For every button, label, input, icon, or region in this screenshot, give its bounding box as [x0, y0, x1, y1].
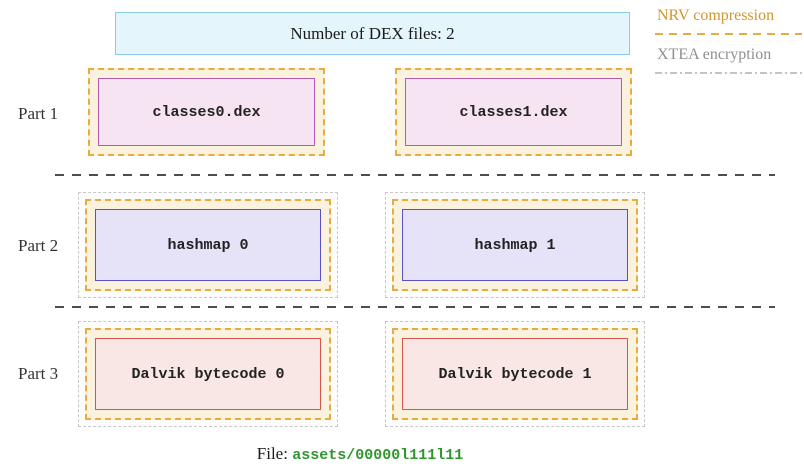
part3-box-0-compression-wrapper: Dalvik bytecode 0 [85, 328, 331, 420]
part-2-label: Part 2 [18, 236, 59, 255]
dex-count-box: Number of DEX files: 2 [115, 12, 630, 55]
separator-part1-part2 [55, 174, 775, 176]
legend-xtea-label: XTEA encryption [657, 46, 772, 63]
hashmap1-label: hashmap 1 [474, 236, 556, 254]
hashmap0-box: hashmap 0 [95, 209, 321, 281]
file-caption-prefix: File: [256, 444, 288, 463]
part2-box-1-encryption-wrapper: hashmap 1 [385, 192, 645, 298]
part2-box-0-compression-wrapper: hashmap 0 [85, 199, 331, 291]
part3-box-1-compression-wrapper: Dalvik bytecode 1 [392, 328, 638, 420]
part3-box-1-encryption-wrapper: Dalvik bytecode 1 [385, 321, 645, 427]
file-path-text: assets/00000l111l11 [292, 447, 464, 464]
part-3-label: Part 3 [18, 364, 59, 383]
dalvik-bytecode1-label: Dalvik bytecode 1 [438, 365, 592, 383]
legend-xtea-dashdot-line [655, 72, 802, 74]
file-caption: File: assets/00000l111l11 [0, 444, 720, 464]
classes1-dex-box: classes1.dex [405, 78, 622, 146]
hashmap0-label: hashmap 0 [167, 236, 249, 254]
dalvik-bytecode0-box: Dalvik bytecode 0 [95, 338, 321, 410]
hashmap1-box: hashmap 1 [402, 209, 628, 281]
legend-nrv-dashed-line [655, 33, 802, 35]
legend-nrv-label: NRV compression [657, 7, 775, 24]
dex-count-label: Number of DEX files: 2 [290, 23, 455, 43]
part1-box-0-compression-wrapper: classes0.dex [88, 68, 325, 156]
part2-box-1-compression-wrapper: hashmap 1 [392, 199, 638, 291]
part3-box-0-encryption-wrapper: Dalvik bytecode 0 [78, 321, 338, 427]
part2-box-0-encryption-wrapper: hashmap 0 [78, 192, 338, 298]
separator-part2-part3 [55, 306, 775, 308]
classes1-dex-label: classes1.dex [459, 103, 568, 121]
classes0-dex-label: classes0.dex [152, 103, 261, 121]
part-1-label: Part 1 [18, 104, 59, 123]
classes0-dex-box: classes0.dex [98, 78, 315, 146]
dalvik-bytecode0-label: Dalvik bytecode 0 [131, 365, 285, 383]
part1-box-1-compression-wrapper: classes1.dex [395, 68, 632, 156]
dalvik-bytecode1-box: Dalvik bytecode 1 [402, 338, 628, 410]
